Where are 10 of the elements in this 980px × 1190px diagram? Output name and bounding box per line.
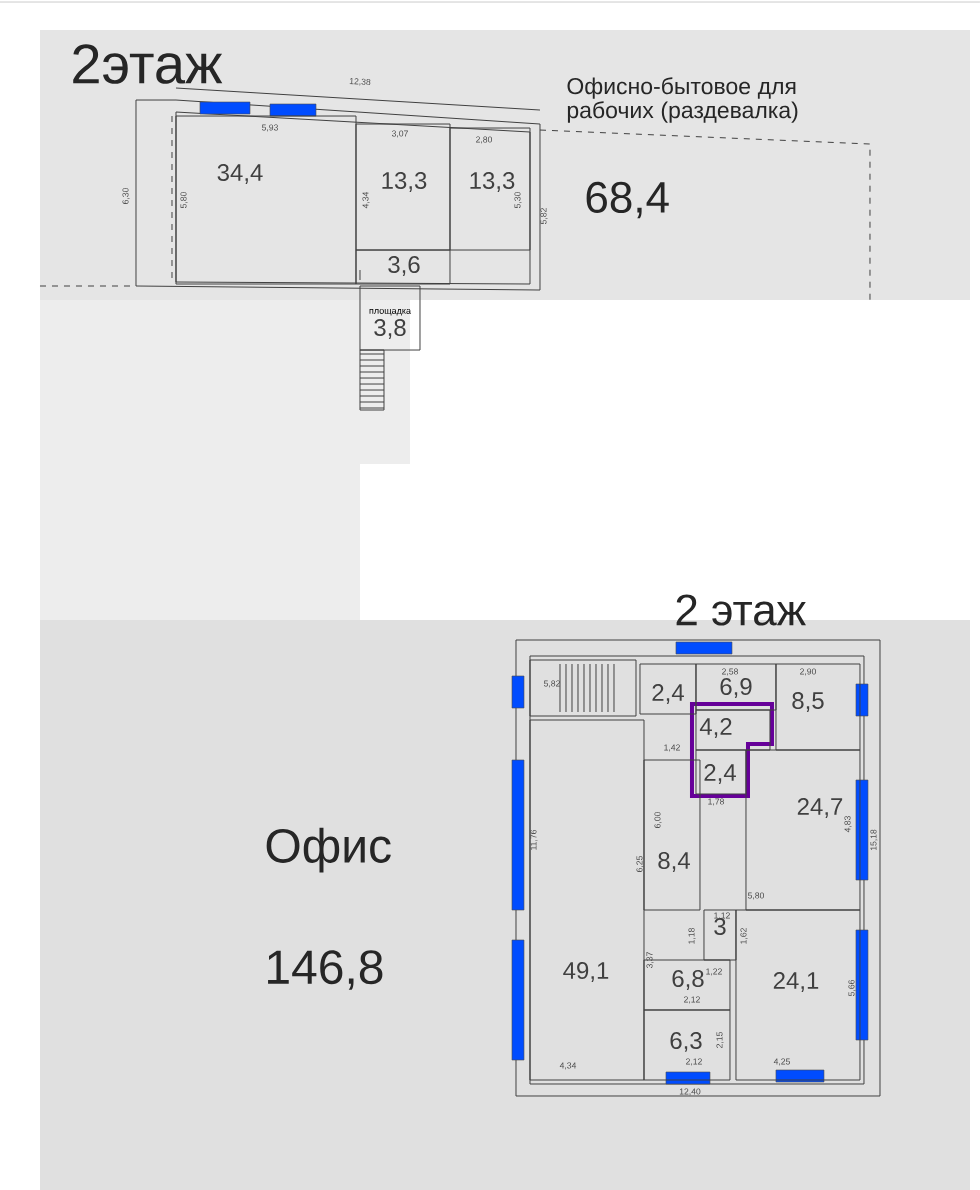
floor-heading: Офис <box>266 827 391 873</box>
room: 2,4 <box>695 749 747 795</box>
floor-heading: 146,8 <box>268 950 383 990</box>
floor-heading: 2этаж <box>73 44 223 84</box>
floor-heading: 2 этаж <box>676 594 806 626</box>
room: 2,4 <box>639 663 697 715</box>
room: 4,2 <box>695 709 771 751</box>
floor-heading: 68,4 <box>586 181 669 219</box>
room: 3,6 <box>355 249 451 285</box>
floor-heading: Офисно-бытовое для рабочих (раздевалка) <box>567 77 798 123</box>
